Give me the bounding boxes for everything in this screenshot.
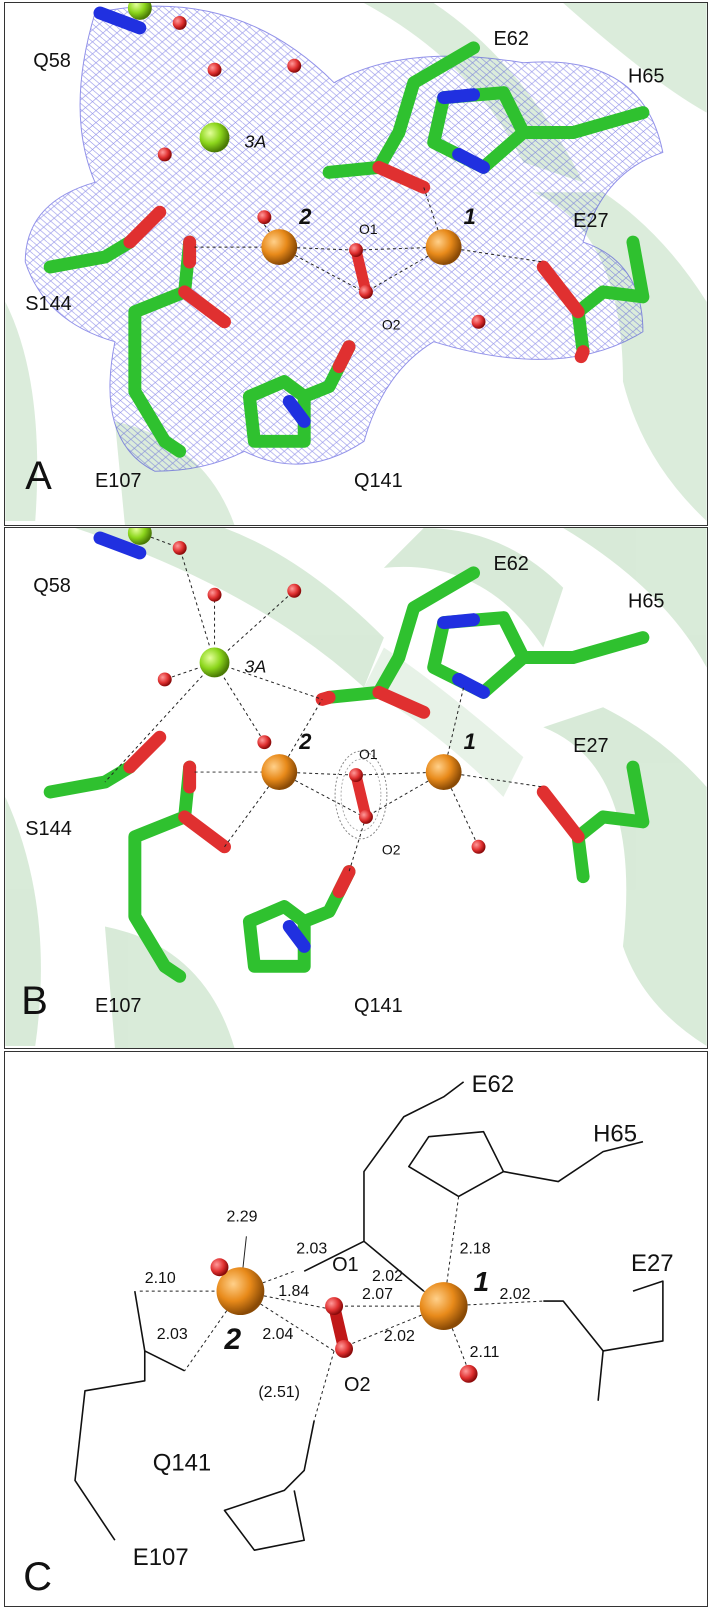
distance-label: 2.04 xyxy=(262,1326,293,1343)
residue-label-e107: E107 xyxy=(95,995,141,1017)
panel-c: C E62 H65 E27 Q141 E107 2 1 O1 O2 2.29 2… xyxy=(4,1051,708,1607)
distance-label: 2.03 xyxy=(296,1240,327,1257)
residue-label-h65: H65 xyxy=(628,591,665,613)
panel-a: A Q58 E62 H65 E27 S144 E107 Q141 2 1 3A … xyxy=(4,2,708,526)
water-atom xyxy=(287,583,302,598)
site-label-metal-1: 1 xyxy=(474,1266,490,1297)
peroxide-o1-atom xyxy=(349,768,363,783)
panel-c-schematic: C E62 H65 E27 Q141 E107 2 1 O1 O2 2.29 2… xyxy=(23,1071,674,1599)
water-atom xyxy=(157,147,172,162)
site-label-3a: 3A xyxy=(244,131,266,151)
residue-label-q141: Q141 xyxy=(354,995,403,1017)
residue-label-h65: H65 xyxy=(628,66,665,88)
water-atom xyxy=(172,15,187,30)
electron-density-mesh xyxy=(24,5,664,472)
panel-a-structure: A Q58 E62 H65 E27 S144 E107 Q141 2 1 3A … xyxy=(5,3,707,525)
distance-label: 2.10 xyxy=(145,1270,176,1287)
water-atom xyxy=(207,587,222,602)
metal-1-atom xyxy=(425,754,462,790)
distance-label: (2.51) xyxy=(258,1384,300,1401)
metal-1-atom xyxy=(425,229,462,265)
distance-label: 2.02 xyxy=(384,1328,415,1345)
residue-label-e107: E107 xyxy=(133,1544,189,1571)
residue-label-q58: Q58 xyxy=(33,575,71,597)
site-label-metal-1: 1 xyxy=(464,729,476,754)
calcium-atom-top xyxy=(127,3,152,20)
site-label-3a: 3A xyxy=(244,656,266,676)
residue-sticks xyxy=(43,531,650,983)
atoms xyxy=(127,3,486,329)
coordination-bonds xyxy=(104,532,544,872)
distance-label: 2.03 xyxy=(157,1326,188,1343)
panel-letter: C xyxy=(23,1555,52,1599)
panel-b: B Q58 E62 H65 E27 S144 E107 Q141 2 1 3A … xyxy=(4,527,708,1049)
coordination-bonds xyxy=(194,187,544,293)
metal-1-atom xyxy=(419,1282,468,1330)
distance-label: 2.07 xyxy=(362,1286,393,1303)
residue-label-e27: E27 xyxy=(631,1250,674,1277)
peroxide-o1-atom xyxy=(325,1297,344,1316)
site-label-o1: O1 xyxy=(359,221,378,237)
distance-label: 2.02 xyxy=(499,1286,530,1303)
site-label-metal-2: 2 xyxy=(223,1323,241,1356)
water-atom xyxy=(172,540,187,555)
site-label-o2: O2 xyxy=(344,1374,371,1396)
distance-label: 2.11 xyxy=(470,1344,500,1361)
water-atom xyxy=(157,672,172,687)
distance-label: 2.18 xyxy=(460,1240,491,1257)
residue-label-q141: Q141 xyxy=(354,470,403,492)
panel-letter: A xyxy=(25,454,52,498)
water-atom xyxy=(459,1364,478,1383)
distance-label: 2.02 xyxy=(372,1268,403,1285)
residue-label-q141: Q141 xyxy=(153,1449,211,1476)
water-atom xyxy=(257,210,272,225)
site-label-metal-2: 2 xyxy=(298,729,311,754)
residue-label-s144: S144 xyxy=(25,293,71,315)
calcium-atom xyxy=(199,647,230,678)
peroxide-o2-atom xyxy=(358,809,373,824)
residue-label-s144: S144 xyxy=(25,818,72,840)
water-atom xyxy=(210,1258,229,1277)
site-label-o1: O1 xyxy=(359,746,378,762)
residue-label-e27: E27 xyxy=(573,735,608,757)
site-label-o1: O1 xyxy=(332,1254,359,1276)
peroxide-o2-atom xyxy=(358,284,373,299)
peroxide-o2-atom xyxy=(335,1339,354,1358)
site-label-metal-1: 1 xyxy=(464,204,476,229)
site-label-metal-2: 2 xyxy=(298,204,311,229)
residue-label-e62: E62 xyxy=(493,28,528,50)
atoms xyxy=(210,1258,478,1383)
water-atom xyxy=(257,735,272,750)
residue-label-e62: E62 xyxy=(472,1071,515,1098)
peroxide-density-cage xyxy=(340,758,382,832)
calcium-atom-top xyxy=(127,528,152,545)
water-atom xyxy=(207,62,222,77)
peroxide-density-cage xyxy=(334,750,388,840)
atoms xyxy=(127,528,486,854)
distance-label: 2.29 xyxy=(226,1208,257,1225)
site-label-o2: O2 xyxy=(382,317,401,333)
distance-label: 1.84 xyxy=(278,1283,309,1300)
panel-letter: B xyxy=(21,979,48,1023)
metal-2-atom xyxy=(216,1267,265,1316)
metal-2-atom xyxy=(261,229,298,265)
site-label-o2: O2 xyxy=(382,842,401,858)
residue-label-h65: H65 xyxy=(593,1121,637,1148)
metal-2-atom xyxy=(261,754,298,790)
water-atom xyxy=(471,839,486,854)
residue-label-e62: E62 xyxy=(493,553,528,575)
residue-label-e27: E27 xyxy=(573,210,608,232)
residue-sticks xyxy=(43,6,650,458)
panel-b-structure: B Q58 E62 H65 E27 S144 E107 Q141 2 1 3A … xyxy=(5,528,707,1048)
residue-skeletons xyxy=(74,1081,664,1551)
peroxide-o1-atom xyxy=(349,243,363,258)
calcium-atom xyxy=(199,122,230,153)
residue-label-q58: Q58 xyxy=(33,50,71,72)
protein-ribbon xyxy=(5,528,707,1048)
residue-label-e107: E107 xyxy=(95,470,142,492)
water-atom xyxy=(287,58,302,73)
water-atom xyxy=(471,314,486,329)
